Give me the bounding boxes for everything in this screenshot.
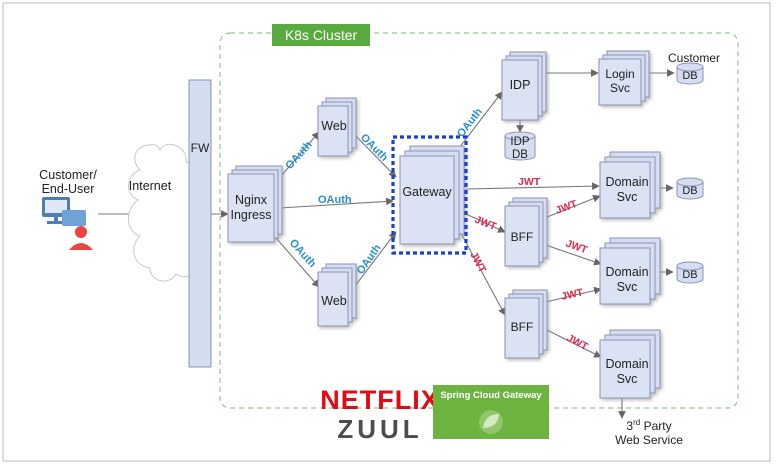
spring-logo-text: Spring Cloud Gateway	[440, 390, 542, 401]
idp-node	[501, 51, 547, 121]
jwt-label-bffbottom-domain2: JWT	[560, 286, 585, 302]
domain-svc-3-label-1: Domain	[605, 357, 648, 371]
edge-ingress-gateway	[279, 197, 394, 209]
domain-2-db-icon	[676, 261, 704, 284]
idp-db-label-1: IDP	[510, 136, 530, 148]
client-label-2: End-User	[42, 182, 95, 196]
client-icon	[42, 197, 93, 250]
web-bottom-node	[317, 263, 357, 327]
web-top-node	[317, 97, 357, 157]
edge-gateway-bff-bottom	[461, 234, 506, 316]
edge-gateway-bff-top	[465, 213, 506, 233]
login-svc-label-1: Login	[605, 67, 634, 81]
domain-svc-2-node	[599, 237, 661, 305]
domain-svc-1-label-1: Domain	[605, 175, 648, 189]
gateway-node	[399, 145, 465, 245]
edge-bfftop-domain2	[536, 241, 602, 266]
domain-svc-1-label-2: Svc	[617, 190, 638, 204]
cluster-title-tag	[272, 24, 370, 46]
third-party-label-1: 3rd Party	[626, 418, 671, 433]
login-svc-label-2: Svc	[610, 81, 630, 95]
edge-gateway-domain1	[465, 182, 600, 191]
oauth-label-ingress-gateway: OAuth	[318, 194, 352, 206]
edge-gateway-idp	[455, 91, 503, 153]
zuul-logo: ZUUL	[337, 414, 422, 444]
spring-leaf-icon	[479, 410, 503, 434]
jwt-label-gateway-domain1: JWT	[518, 176, 541, 188]
idp-label: IDP	[510, 78, 531, 92]
domain-svc-3-node	[599, 329, 661, 399]
domain-svc-1-node	[599, 151, 661, 219]
bff-top-node	[504, 197, 548, 267]
edge-web-top-gateway	[351, 131, 397, 178]
domain-svc-3-label-2: Svc	[617, 372, 638, 386]
client-label-1: Customer/	[39, 168, 97, 182]
ingress-label-2: Ingress	[231, 208, 272, 222]
idp-db-label-2: DB	[512, 149, 528, 161]
cluster-title: K8s Cluster	[285, 27, 358, 43]
edge-bffbottom-domain3	[536, 324, 602, 358]
web-bottom-label: Web	[321, 294, 347, 308]
firewall-bar	[188, 79, 212, 368]
domain-1-db-icon	[676, 177, 704, 200]
ingress-node	[227, 165, 283, 243]
domain-svc-2-label-2: Svc	[617, 280, 638, 294]
connectors	[98, 69, 675, 419]
edge-ingress-web-bottom	[275, 237, 320, 288]
gateway-highlight	[391, 135, 468, 255]
edge-ingress-web-top	[275, 131, 320, 183]
edge-web-bottom-gateway	[351, 231, 397, 291]
bff-bottom-label: BFF	[511, 320, 534, 334]
bff-top-label: BFF	[511, 230, 534, 244]
login-svc-node	[598, 50, 650, 106]
web-top-label: Web	[321, 119, 347, 133]
customer-db-caption: Customer	[668, 51, 720, 65]
firewall-label: FW	[191, 141, 210, 155]
domain-2-db-label: DB	[682, 269, 697, 281]
gateway-label: Gateway	[402, 185, 452, 199]
third-party-label-2: Web Service	[615, 433, 683, 447]
customer-db-icon	[676, 62, 704, 85]
domain-1-db-label: DB	[682, 185, 697, 197]
customer-db-label: DB	[682, 70, 697, 82]
bff-bottom-node	[504, 289, 548, 359]
idp-db-icon	[504, 131, 536, 161]
edge-bffbottom-domain2	[536, 286, 602, 305]
internet-label: Internet	[129, 179, 172, 193]
netflix-logo: NETFLIX	[320, 385, 440, 415]
cluster-boundary	[219, 32, 739, 409]
ingress-label-1: Nginx	[235, 193, 268, 207]
domain-svc-2-label-1: Domain	[605, 265, 648, 279]
